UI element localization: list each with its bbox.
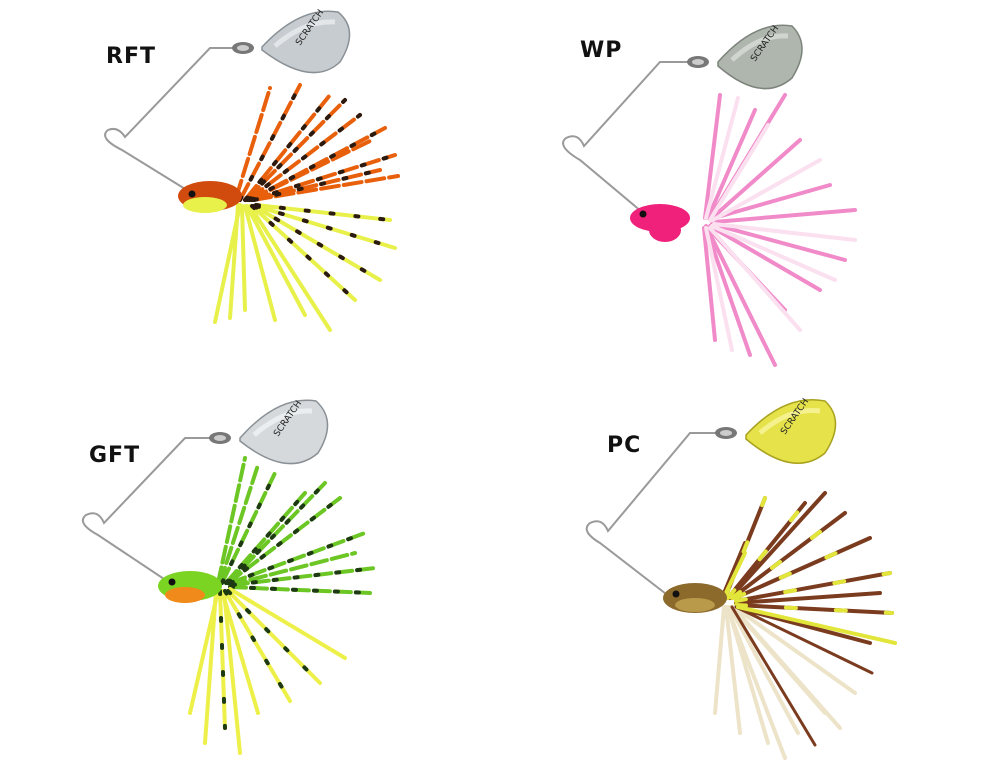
blade: SCRATCH [745,397,837,464]
wire-arm [562,61,690,213]
spinnerbait-image: SCRATCH [585,397,897,760]
jig-head [630,204,690,242]
wire-arm [82,437,212,584]
skirt [213,83,400,332]
swivel [687,56,709,68]
lure-pc: PC SCRATCH [500,383,1000,763]
lure-code-label: GFT [89,443,141,468]
skirt [702,93,857,367]
lure-code-label: WP [580,38,623,63]
skirt [713,491,897,760]
lure-wp: WP SCRATCH [500,0,1000,380]
swivel [715,427,737,439]
blade: SCRATCH [239,399,329,465]
blade: SCRATCH [261,8,351,74]
lure-gft: GFT SCRATCH [0,383,500,763]
wire-arm [585,432,718,598]
wire-arm [104,47,235,193]
spinnerbait-image: SCRATCH [104,8,400,332]
jig-head [663,583,727,613]
lure-rft: RFT SCRATCH [0,0,500,380]
lure-code-label: RFT [106,44,156,69]
swivel [209,432,231,444]
jig-head [158,571,222,603]
skirt [188,456,377,755]
spinnerbait-image: SCRATCH [562,24,857,367]
lure-code-label: PC [607,433,642,458]
spinnerbait-image: SCRATCH [82,399,377,755]
blade: SCRATCH [717,24,803,90]
swivel [232,42,254,54]
jig-head [178,181,242,213]
